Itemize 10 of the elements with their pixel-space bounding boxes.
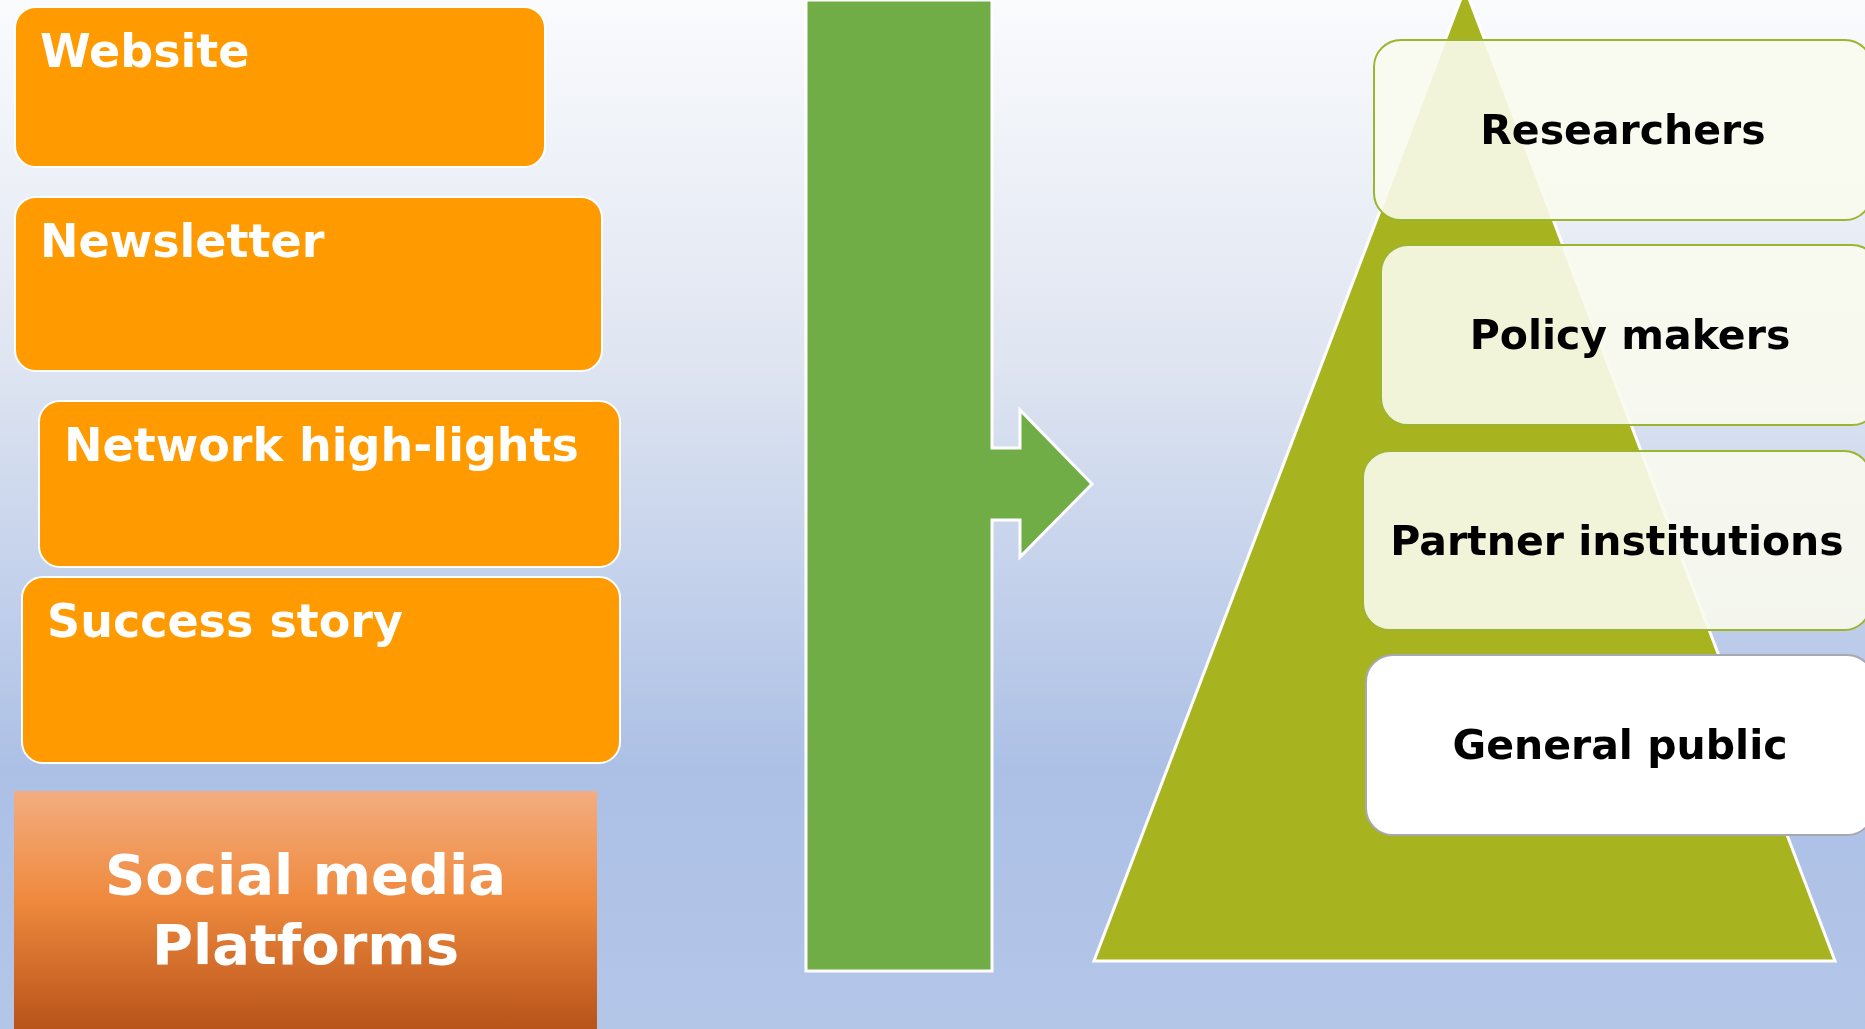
channel-box: Success story: [21, 576, 621, 764]
audience-box: Policy makers: [1380, 244, 1865, 426]
channel-box: Social media Platforms: [14, 791, 597, 1029]
channel-box: Website: [14, 6, 546, 168]
audience-box: Partner institutions: [1362, 450, 1865, 631]
channel-box: Network high-lights: [38, 400, 621, 568]
channel-box: Newsletter: [14, 196, 603, 372]
audience-box: Researchers: [1373, 39, 1865, 221]
audience-box: General public: [1365, 654, 1865, 836]
arrow: [804, 0, 1095, 973]
